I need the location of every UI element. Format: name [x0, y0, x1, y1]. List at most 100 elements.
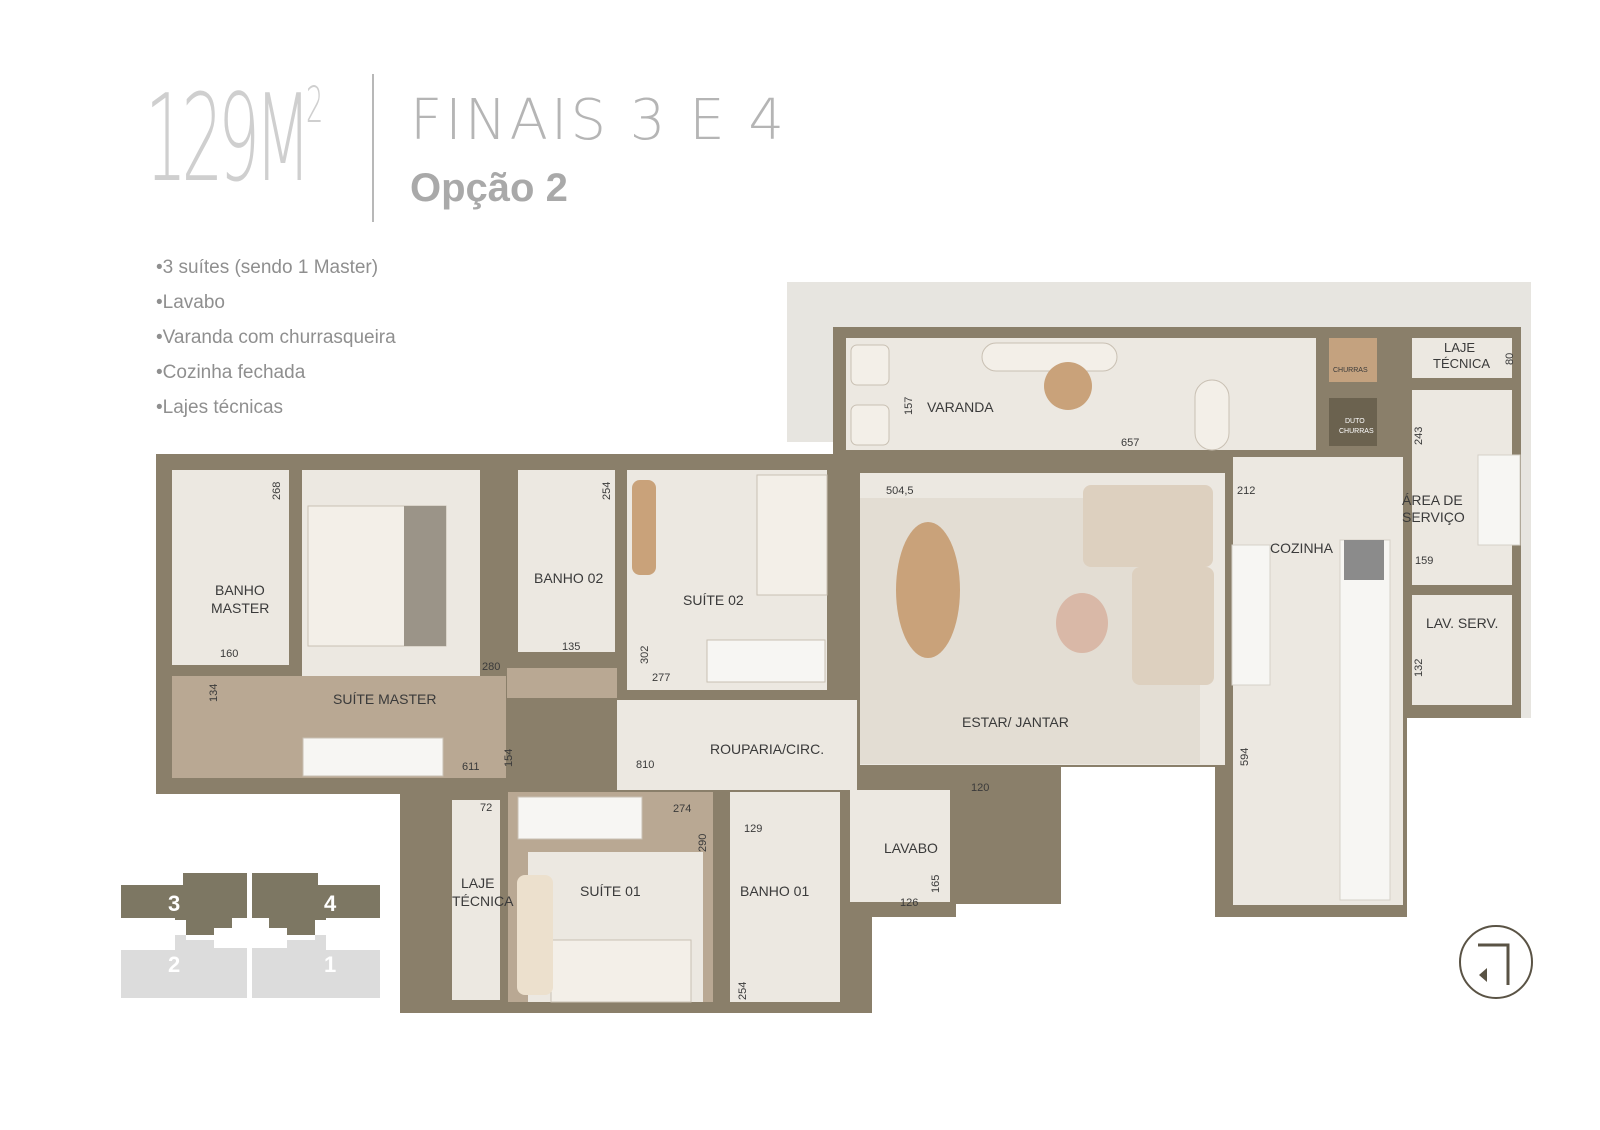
- label-duto: DUTO: [1345, 418, 1365, 425]
- label-suite-master: SUÍTE MASTER: [333, 691, 436, 707]
- label-laje-tecnica-top: LAJE: [1444, 340, 1475, 355]
- laje-tecnica-top-floor: [1412, 338, 1512, 378]
- dim-611: 611: [462, 761, 480, 773]
- dim-290: 290: [697, 834, 709, 852]
- label-estar-jantar: ESTAR/ JANTAR: [962, 714, 1069, 730]
- varanda-bench: [981, 342, 1118, 372]
- dim-280: 280: [482, 661, 500, 673]
- keymap-label-3: 3: [168, 891, 180, 916]
- laundry-machines: [1477, 454, 1521, 546]
- dim-120: 120: [971, 782, 989, 794]
- suite-02-wardrobe: [706, 639, 826, 683]
- banho-02-floor: [518, 470, 615, 652]
- sofa-chaise: [1132, 567, 1214, 685]
- varanda-table: [1044, 362, 1092, 410]
- banho-01-floor: [730, 792, 840, 1002]
- label-area-servico: ÁREA DE: [1402, 492, 1463, 508]
- label-lav-serv: LAV. SERV.: [1426, 615, 1498, 631]
- dim-72: 72: [480, 802, 492, 814]
- feature-item: 3 suítes (sendo 1 Master): [156, 256, 396, 291]
- feature-item: Lajes técnicas: [156, 396, 396, 431]
- label-rouparia: ROUPARIA/CIRC.: [710, 741, 824, 757]
- lavabo-floor: [850, 790, 950, 902]
- dim-277: 277: [652, 672, 670, 684]
- keymap-unit-3: [121, 873, 247, 935]
- dim-129: 129: [744, 823, 762, 835]
- label-varanda: VARANDA: [927, 399, 994, 415]
- label-laje-tecnica-bottom-2: TÉCNICA: [452, 893, 514, 909]
- sofa: [1083, 485, 1213, 567]
- kitchen-counter: [1339, 539, 1391, 901]
- suite-02-desk: [632, 480, 656, 575]
- option-title: Opção 2: [410, 166, 568, 210]
- dim-274: 274: [673, 803, 691, 815]
- suite-01-wardrobe: [517, 796, 643, 840]
- kitchen-island: [1231, 544, 1271, 686]
- suite-01-bed: [550, 939, 692, 1003]
- rouparia-floor: [617, 700, 857, 790]
- dim-504: 504,5: [886, 485, 914, 497]
- varanda-counter: [1194, 379, 1230, 451]
- master-bed-throw: [404, 506, 446, 646]
- label-suite-01: SUÍTE 01: [580, 883, 641, 899]
- dim-134: 134: [208, 684, 220, 702]
- label-duto-churras: CHURRAS: [1339, 428, 1374, 435]
- dim-268: 268: [271, 482, 283, 500]
- dim-254-top: 254: [601, 482, 613, 500]
- feature-item: Varanda com churrasqueira: [156, 326, 396, 361]
- banho-master-floor: [172, 470, 289, 665]
- header-divider: [372, 74, 374, 222]
- dim-154: 154: [503, 749, 515, 767]
- feature-item: Cozinha fechada: [156, 361, 396, 396]
- dim-135: 135: [562, 641, 580, 653]
- cooktop: [1344, 540, 1384, 580]
- dim-594: 594: [1239, 748, 1251, 766]
- dim-165: 165: [930, 875, 942, 893]
- varanda-armchair: [850, 404, 890, 446]
- duto-churras: [1329, 398, 1377, 446]
- lav-serv-floor: [1412, 595, 1512, 705]
- keymap-label-1: 1: [324, 952, 336, 977]
- keymap-label-2: 2: [168, 952, 180, 977]
- label-banho-01: BANHO 01: [740, 883, 809, 899]
- suite-01-desk: [517, 875, 553, 995]
- dim-212: 212: [1237, 485, 1255, 497]
- dim-243: 243: [1413, 427, 1425, 445]
- dim-160: 160: [220, 648, 238, 660]
- dim-810: 810: [636, 759, 654, 771]
- label-banho-master-2: MASTER: [211, 600, 269, 616]
- churrasqueira: [1329, 338, 1377, 382]
- keymap-unit-1: [252, 935, 380, 998]
- features-list: 3 suítes (sendo 1 Master) Lavabo Varanda…: [156, 256, 396, 431]
- dim-657: 657: [1121, 437, 1139, 449]
- label-banho-02: BANHO 02: [534, 570, 603, 586]
- keymap-unit-2: [121, 935, 247, 998]
- dim-126: 126: [900, 897, 918, 909]
- unit-keymap: 3 4 2 1: [121, 873, 380, 998]
- coffee-table: [1056, 593, 1108, 653]
- master-closet-rack: [302, 737, 444, 777]
- label-area-servico-2: SERVIÇO: [1402, 509, 1465, 525]
- keymap-label-4: 4: [324, 891, 337, 916]
- dining-table: [896, 522, 960, 658]
- dim-80: 80: [1504, 353, 1516, 365]
- dim-159: 159: [1415, 555, 1433, 567]
- area-value: 129M: [145, 70, 311, 209]
- label-cozinha: COZINHA: [1270, 540, 1334, 556]
- label-laje-tecnica-bottom: LAJE: [461, 875, 494, 891]
- feature-item: Lavabo: [156, 291, 396, 326]
- label-lavabo: LAVABO: [884, 840, 938, 856]
- dim-254-bottom: 254: [737, 982, 749, 1000]
- label-churras: CHURRAS: [1333, 367, 1368, 374]
- finais-title: FINAIS 3 E 4: [410, 88, 788, 153]
- dim-302: 302: [639, 646, 651, 664]
- varanda-armchair: [850, 344, 890, 386]
- laje-tecnica-bottom-floor: [452, 800, 500, 1000]
- dim-157: 157: [903, 397, 915, 415]
- label-suite-02: SUÍTE 02: [683, 592, 744, 608]
- suite-02-bed: [756, 474, 828, 596]
- label-laje-tecnica-top-2: TÉCNICA: [1433, 356, 1490, 371]
- north-icon: [1459, 925, 1533, 999]
- keymap-unit-4: [252, 873, 380, 935]
